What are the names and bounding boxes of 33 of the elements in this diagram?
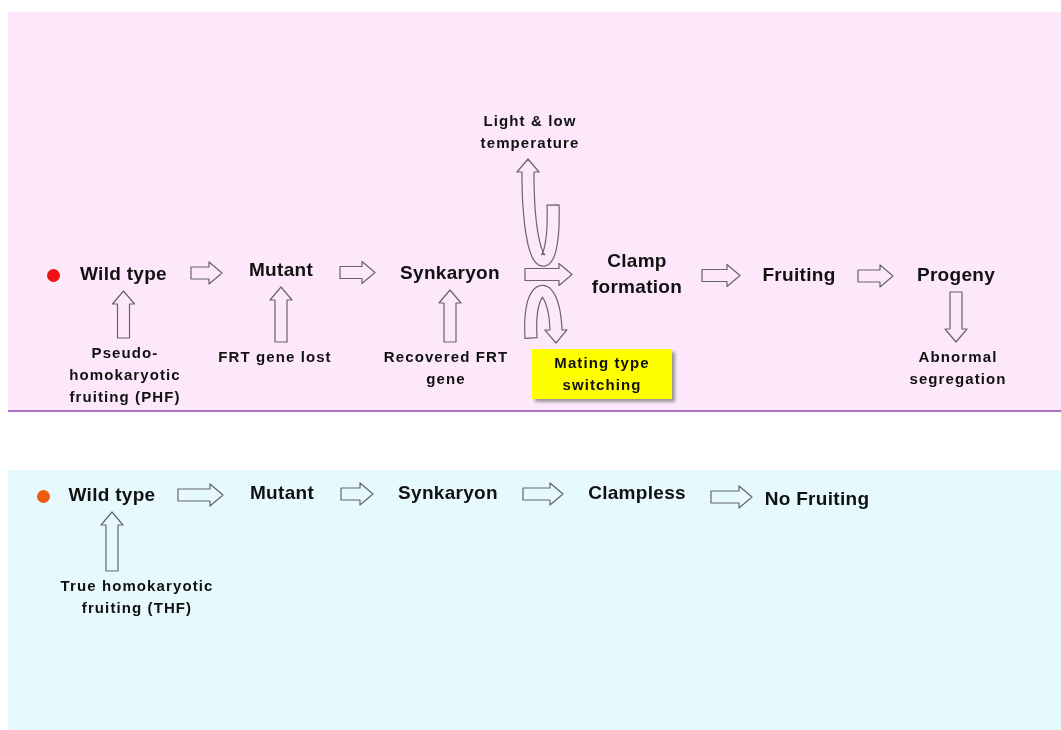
node-label: Synkaryon (400, 262, 500, 283)
node-label: Mutant (249, 482, 315, 503)
block-arrow (100, 511, 124, 572)
block-arrow (269, 286, 293, 343)
block-arrow (190, 261, 223, 285)
block-arrow (710, 485, 753, 509)
node-label: Abnormal segregation (909, 348, 1007, 387)
node-label: Light & low temperature (480, 112, 580, 151)
block-arrow (522, 482, 564, 506)
block-arrow (177, 483, 224, 507)
node-label: Progeny (916, 264, 996, 285)
node-label: Pseudo- homokaryotic fruiting (PHF) (69, 344, 181, 405)
node-label: Fruiting (762, 264, 836, 285)
block-arrow (111, 290, 136, 339)
node-label: Synkaryon (398, 482, 498, 503)
node-label: FRT gene lost (218, 348, 332, 365)
block-arrow (438, 289, 462, 343)
node-label: Clamp formation (591, 250, 683, 297)
node-label: No Fruiting (764, 488, 870, 509)
node-label: Mutant (248, 259, 314, 280)
node-label: Wild type (68, 484, 156, 505)
node-label: Clampless (588, 482, 686, 503)
node-label: Recovered FRT gene (383, 348, 509, 387)
node-label: Wild type (80, 263, 167, 284)
block-arrow (701, 263, 741, 288)
block-arrow (857, 264, 894, 288)
block-arrow (944, 291, 968, 343)
curved-arrow (516, 158, 560, 267)
highlight-box: Mating type switching (532, 349, 672, 399)
block-arrow (340, 482, 374, 506)
node-label: True homokaryotic fruiting (THF) (60, 577, 214, 616)
block-arrow (524, 262, 573, 287)
block-arrow (339, 260, 376, 285)
